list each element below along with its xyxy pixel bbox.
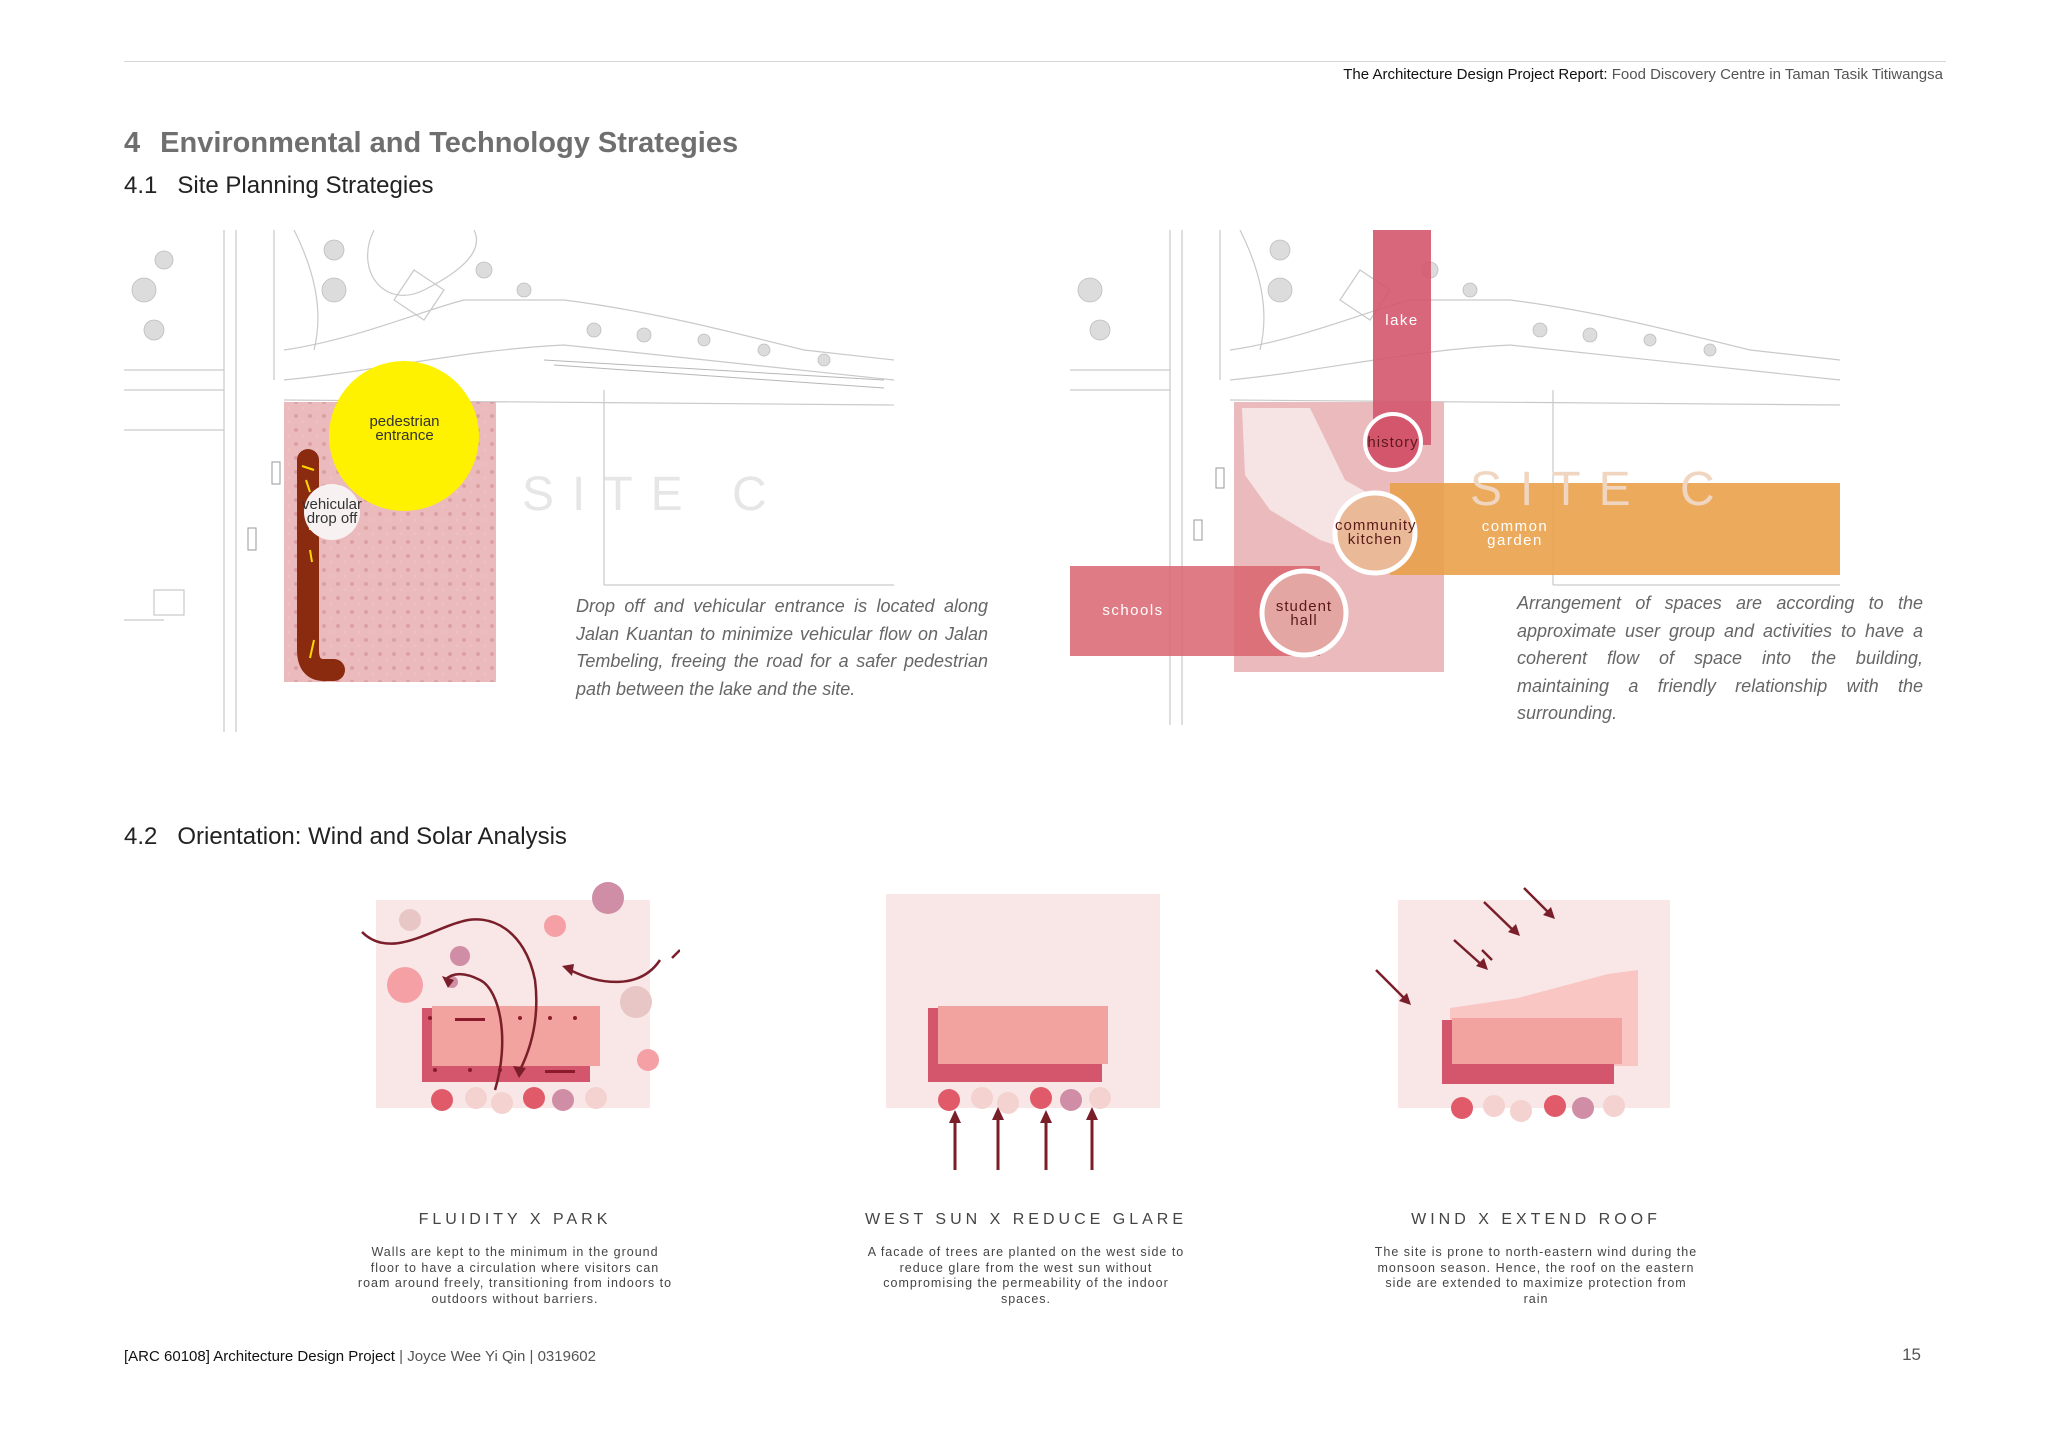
footer-course: [ARC 60108] Architecture Design Project [124, 1348, 395, 1365]
subsection-title-text: Orientation: Wind and Solar Analysis [177, 823, 567, 850]
footer-author: Joyce Wee Yi Qin [407, 1348, 526, 1365]
history-node [1363, 412, 1423, 472]
vehicular-dropoff-marker [304, 484, 360, 540]
footer-id: 0319602 [537, 1348, 596, 1365]
section-title-text: Environmental and Technology Strategies [160, 127, 739, 159]
common-garden-label: common garden [1481, 518, 1549, 549]
section-title: 4 Environmental and Technology Strategies [124, 127, 738, 160]
footer-separator: | [399, 1348, 404, 1365]
student-hall-label: student hall [1275, 598, 1333, 629]
diagram-title-west-sun: WEST SUN X REDUCE GLARE [865, 1211, 1187, 1228]
common-garden-band [1390, 483, 1840, 575]
diagram-title-wind: WIND X EXTEND ROOF [1411, 1211, 1661, 1228]
header-rule [124, 61, 1946, 62]
pedestrian-entrance-zone [329, 361, 479, 511]
schools-label: schools [1102, 602, 1164, 619]
site-plan-left: SITE C pedestrian entrance vehicular dro… [124, 230, 894, 732]
diagram-fluidity-park [361, 882, 680, 1114]
site-label-right: SITE C [1470, 463, 1733, 516]
subsection-number: 4.1 [124, 172, 158, 199]
vehicular-path [297, 449, 345, 681]
site-planning-caption-right: Arrangement of spaces are according to t… [1517, 593, 1923, 723]
subsection-number: 4.2 [124, 823, 158, 850]
diagram-title-fluidity: FLUIDITY X PARK [418, 1211, 612, 1228]
student-hall-node [1259, 568, 1349, 658]
subsection-title-4-2: 4.2 Orientation: Wind and Solar Analysis [124, 823, 567, 851]
site-plan-left-drawing [124, 230, 894, 732]
site-planning-caption-left: Drop off and vehicular entrance is locat… [576, 596, 988, 699]
header-report-title: The Architecture Design Project Report: [1343, 66, 1608, 83]
pedestrian-entrance-label: pedestrian entrance [369, 413, 440, 444]
site-label-left: SITE C [522, 468, 785, 521]
diagram-text-wind: The site is prone to north-eastern wind … [1374, 1245, 1698, 1306]
diagram-text-fluidity: Walls are kept to the minimum in the gro… [357, 1245, 673, 1306]
diagram-text-west-sun: A facade of trees are planted on the wes… [867, 1245, 1185, 1306]
history-label: history [1367, 434, 1419, 451]
subsection-title-text: Site Planning Strategies [177, 172, 434, 199]
subsection-title-4-1: 4.1 Site Planning Strategies [124, 172, 434, 200]
diagram-west-sun [886, 894, 1160, 1170]
lake-label: lake [1385, 312, 1419, 329]
section-number: 4 [124, 127, 141, 159]
site-plan-right: SITE C lake history community kitchen co… [1070, 230, 1840, 725]
site-plan-right-drawing [1070, 230, 1840, 725]
header-subtitle: Food Discovery Centre in Taman Tasik Tit… [1611, 66, 1943, 83]
page-number: 15 [1902, 1345, 1921, 1364]
diagram-wind-roof [1375, 887, 1670, 1122]
lake-band [1373, 230, 1431, 445]
community-kitchen-label: community kitchen [1335, 517, 1417, 548]
page-header: The Architecture Design Project Report: … [1343, 66, 1943, 83]
page-footer: [ARC 60108] Architecture Design Project … [124, 1348, 596, 1365]
community-kitchen-node [1332, 490, 1418, 576]
vehicular-dropoff-label: vehicular drop off [301, 496, 363, 527]
footer-separator: | [529, 1348, 534, 1365]
